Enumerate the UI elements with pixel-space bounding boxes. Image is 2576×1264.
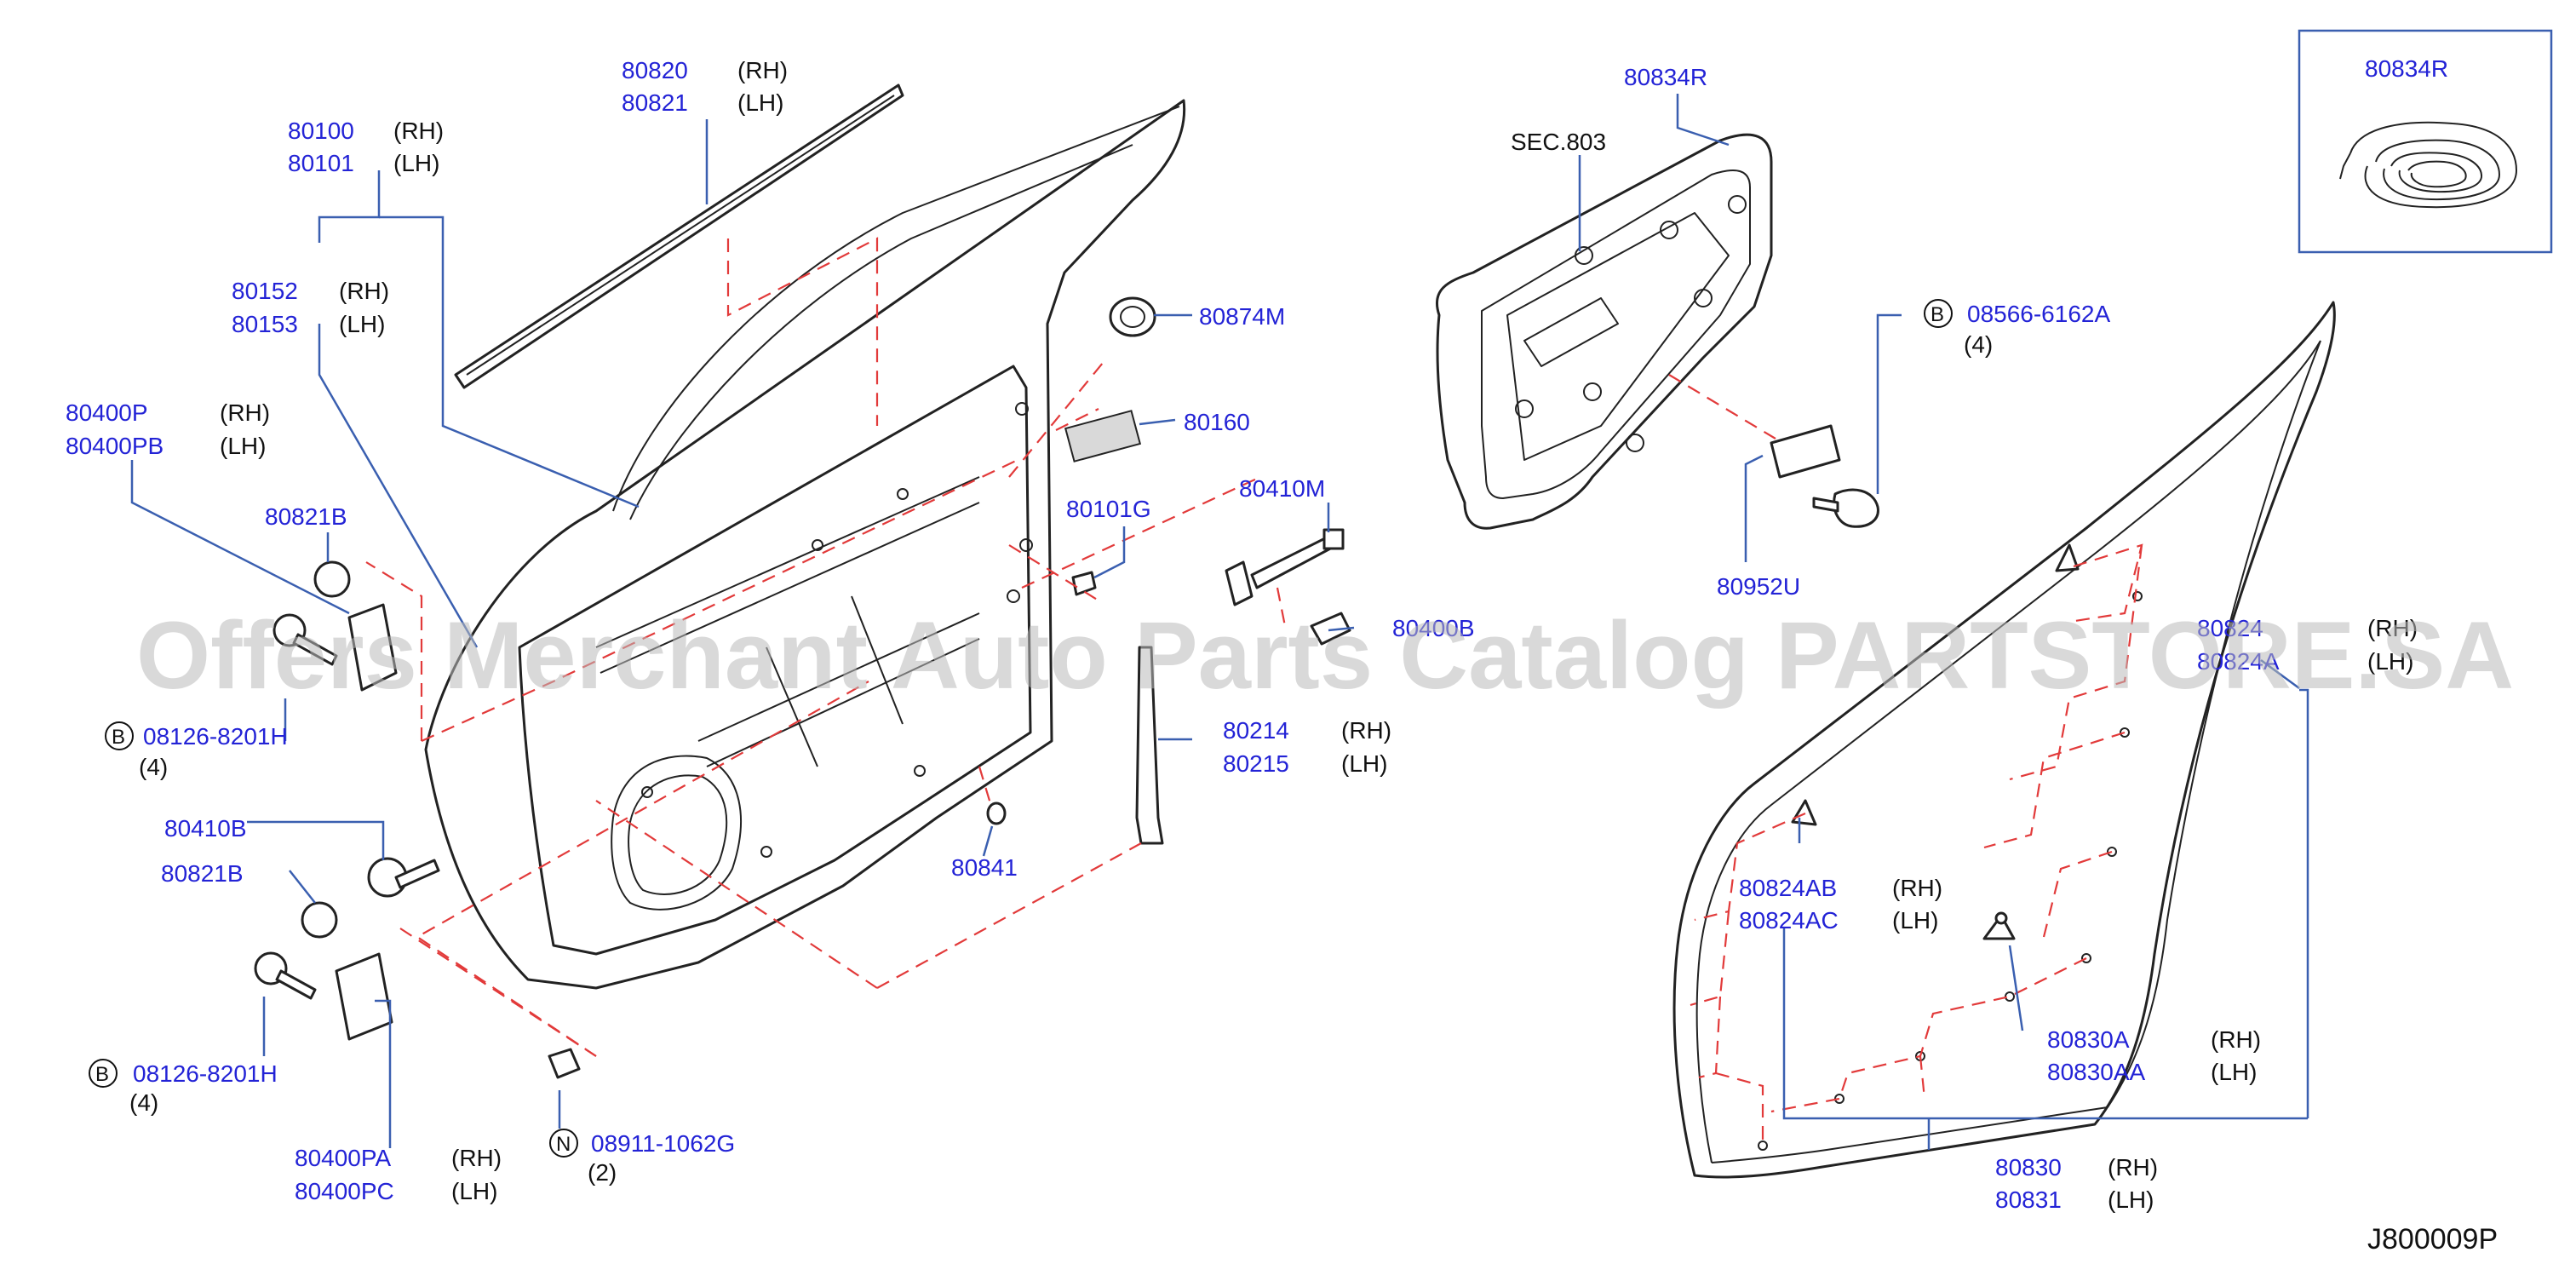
bolt-symbol-circle (1924, 299, 1953, 328)
callout-clip-mid-rh-part: 80824AB (1739, 875, 1837, 901)
callout-weatherstrip-rh-side: (RH) (2108, 1154, 2158, 1181)
callout-hinge-upper-rh-part: 80400P (66, 399, 148, 426)
callout-clip-mid-lh-side: (LH) (1892, 907, 1938, 934)
fastener-bolt-bracket-qty: (4) (1964, 331, 1993, 358)
callout-hinge-upper-rh-side: (RH) (220, 399, 270, 426)
callout-check-link-part: 80410M (1239, 475, 1325, 502)
callout-grommet-part: 80874M (1199, 303, 1285, 330)
callout-door-shell-lh-side: (LH) (393, 150, 439, 176)
callout-plug-part: 80101G (1066, 496, 1151, 522)
callout-sash-lh-part: 80215 (1223, 750, 1289, 777)
bolt-symbol-circle (105, 721, 134, 750)
nut-symbol-circle (549, 1129, 578, 1158)
callout-panel-lh-part: 80153 (232, 311, 298, 337)
fastener-bolt-upper-part: 08126-8201H (143, 723, 288, 750)
callout-sash-rh-part: 80214 (1223, 717, 1289, 744)
callout-door-shell-rh-part: 80100 (288, 118, 354, 144)
callout-label-part: 80160 (1184, 409, 1250, 435)
fastener-bolt-bracket-symbol: B (1931, 303, 1944, 326)
callout-panel-lh-side: (LH) (339, 311, 385, 337)
callout-clip-upper-lh-side: (LH) (2367, 648, 2413, 675)
callout-moulding-lh-part: 80821 (622, 89, 688, 116)
callout-clip-mid-rh-side: (RH) (1892, 875, 1942, 901)
callout-hinge-lower-rh-side: (RH) (451, 1145, 502, 1171)
callout-hinge-lower-rh-part: 80400PA (295, 1145, 391, 1171)
callout-bracket-part: 80952U (1717, 573, 1800, 600)
bolt-symbol-circle (89, 1059, 118, 1088)
fastener-nut-qty: (2) (588, 1159, 617, 1186)
callout-moulding-rh-part: 80820 (622, 57, 688, 83)
callout-weatherstrip-rh-part: 80830 (1995, 1154, 2062, 1181)
callout-clip-low-rh-side: (RH) (2211, 1026, 2261, 1053)
diagram-code: J800009P (2367, 1223, 2498, 1255)
callout-clip-upper-lh-part: 80824A (2197, 648, 2280, 675)
fastener-bolt-upper-qty: (4) (139, 754, 168, 780)
fastener-bolt-upper-symbol: B (112, 726, 125, 749)
callout-bolt-check-part: 80400B (1392, 615, 1475, 641)
assembly-dashed-lines-left (365, 237, 1288, 1057)
callout-clip-upper-rh-part: 80824 (2197, 615, 2263, 641)
watermark-text: Offers Merchant Auto Parts Catalog PARTS… (136, 602, 2514, 709)
sealing-screen-drawing (1435, 133, 1879, 530)
callout-bolt-lower-hinge-part: 80410B (164, 815, 247, 842)
callout-clip-upper-rh-side: (RH) (2367, 615, 2418, 641)
callout-clip-low-rh-part: 80830A (2047, 1026, 2130, 1053)
callout-sealing-screen-part: 80834R (1624, 64, 1707, 90)
callout-weatherstrip-lh-part: 80831 (1995, 1186, 2062, 1213)
callout-hinge-upper-lh-side: (LH) (220, 433, 266, 459)
inset-sealing-box (2298, 29, 2553, 254)
callout-cap-upper-part: 80821B (265, 503, 347, 530)
callout-sash-lh-side: (LH) (1341, 750, 1387, 777)
callout-labels: 80820 (RH) 80821 (LH) 80100 (RH) 80101 (… (66, 55, 2498, 1255)
callout-clip-low-lh-side: (LH) (2211, 1059, 2257, 1085)
callout-hinge-lower-lh-part: 80400PC (295, 1178, 394, 1204)
fastener-bolt-bracket-part: 08566-6162A (1967, 301, 2110, 327)
fastener-bolt-lower-part: 08126-8201H (133, 1060, 278, 1087)
callout-panel-rh-part: 80152 (232, 278, 298, 304)
callout-hinge-lower-lh-side: (LH) (451, 1178, 497, 1204)
callout-hinge-upper-lh-part: 80400PB (66, 433, 164, 459)
callout-hole-plug-part: 80841 (951, 854, 1018, 881)
callout-door-shell-lh-part: 80101 (288, 150, 354, 176)
fastener-nut-part: 08911-1062G (591, 1130, 735, 1157)
door-shell-drawing (254, 83, 1351, 1079)
callout-weatherstrip-lh-side: (LH) (2108, 1186, 2154, 1213)
fastener-nut-symbol: N (556, 1133, 571, 1156)
callout-cap-lower-part: 80821B (161, 860, 244, 887)
fastener-bolt-lower-qty: (4) (129, 1089, 158, 1116)
callout-inset-sealing-part: 80834R (2365, 55, 2448, 82)
leader-lines (130, 94, 2309, 1150)
callout-clip-mid-lh-part: 80824AC (1739, 907, 1839, 934)
callout-clip-low-lh-part: 80830AA (2047, 1059, 2146, 1085)
fastener-bolt-lower-symbol: B (95, 1063, 109, 1086)
callout-moulding-lh-side: (LH) (737, 89, 783, 116)
callout-moulding-rh-side: (RH) (737, 57, 788, 83)
callout-door-shell-rh-side: (RH) (393, 118, 444, 144)
weatherstrip-drawing (1672, 301, 2336, 1179)
callout-sash-rh-side: (RH) (1341, 717, 1391, 744)
callout-panel-rh-side: (RH) (339, 278, 389, 304)
section-reference: SEC.803 (1511, 129, 1606, 155)
assembly-dashed-lines-right (1690, 543, 2143, 1146)
